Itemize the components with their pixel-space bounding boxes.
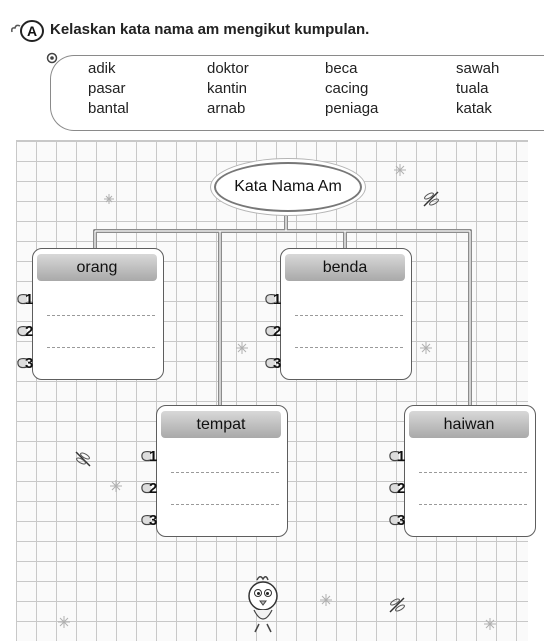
- curl-icon: [141, 482, 152, 494]
- number-tab: 2: [263, 323, 287, 341]
- number-tab: 3: [139, 512, 163, 530]
- section-a-icon: A: [11, 20, 44, 42]
- word-bank-item: peniaga: [325, 100, 379, 117]
- curl-icon: [389, 482, 400, 494]
- word-bank-item: doktor: [207, 60, 249, 77]
- answer-line-1[interactable]: [419, 472, 527, 473]
- answer-line-2[interactable]: [47, 347, 155, 348]
- curl-icon: [265, 357, 276, 369]
- number-label: 3: [273, 355, 282, 372]
- number-tab: 3: [15, 355, 39, 373]
- number-label: 2: [273, 323, 282, 340]
- curl-icon: [389, 514, 400, 526]
- number-label: 3: [25, 355, 34, 372]
- word-bank-item: pasar: [88, 80, 126, 97]
- word-bank-item: cacing: [325, 80, 369, 97]
- bird-mascot-icon: [248, 576, 278, 633]
- category-header: tempat: [161, 411, 281, 438]
- answer-line-2[interactable]: [295, 347, 403, 348]
- word-bank-item: sawah: [456, 60, 500, 77]
- curl-icon: [141, 450, 152, 462]
- category-card-orang: orang 1 2 3: [17, 248, 164, 380]
- root-node: Kata Nama Am: [214, 162, 362, 212]
- dragonfly-icon: [423, 191, 439, 207]
- answer-line-1[interactable]: [295, 315, 403, 316]
- number-tab: 2: [15, 323, 39, 341]
- answer-line-2[interactable]: [419, 504, 527, 505]
- grid-paper-background: [16, 140, 528, 641]
- dragonfly-icon: [75, 451, 91, 467]
- answer-line-2[interactable]: [171, 504, 279, 505]
- number-tab: 3: [263, 355, 287, 373]
- curl-icon: [17, 325, 28, 337]
- curl-icon: [389, 450, 400, 462]
- number-tab: 1: [263, 291, 287, 309]
- number-label: 1: [149, 448, 158, 465]
- curl-icon: [17, 293, 28, 305]
- category-header: orang: [37, 254, 157, 281]
- number-label: 1: [397, 448, 406, 465]
- number-label: 3: [149, 512, 158, 529]
- word-bank-item: bantal: [88, 100, 129, 117]
- number-tab: 1: [15, 291, 39, 309]
- dragonfly-icon: [389, 597, 405, 613]
- curl-icon: [265, 293, 276, 305]
- word-bank-item: arnab: [207, 100, 246, 117]
- number-label: 2: [25, 323, 34, 340]
- section-label: A: [27, 23, 37, 39]
- curl-icon: [265, 325, 276, 337]
- category-header: benda: [285, 254, 405, 281]
- category-card-benda: benda 1 2 3: [265, 248, 412, 380]
- instruction-text: Kelaskan kata nama am mengikut kumpulan.: [50, 21, 370, 38]
- number-tab: 3: [387, 512, 411, 530]
- number-label: 2: [397, 480, 406, 497]
- word-bank-item: tuala: [456, 80, 489, 97]
- category-card-tempat: tempat 1 2 3: [141, 405, 288, 537]
- category-card-haiwan: haiwan 1 2 3: [389, 405, 536, 537]
- word-bank-item: beca: [325, 60, 358, 77]
- answer-line-1[interactable]: [171, 472, 279, 473]
- number-tab: 2: [139, 480, 163, 498]
- curl-icon: [141, 514, 152, 526]
- category-header: haiwan: [409, 411, 529, 438]
- number-tab: 2: [387, 480, 411, 498]
- pin-icon: [46, 52, 58, 64]
- curl-icon: [17, 357, 28, 369]
- number-tab: 1: [387, 448, 411, 466]
- number-tab: 1: [139, 448, 163, 466]
- word-bank-box: [50, 55, 544, 131]
- number-label: 3: [397, 512, 406, 529]
- word-bank-item: katak: [456, 100, 492, 117]
- answer-line-1[interactable]: [47, 315, 155, 316]
- number-label: 1: [273, 291, 282, 308]
- number-label: 2: [149, 480, 158, 497]
- word-bank-item: adik: [88, 60, 116, 77]
- number-label: 1: [25, 291, 34, 308]
- word-bank-item: kantin: [207, 80, 248, 97]
